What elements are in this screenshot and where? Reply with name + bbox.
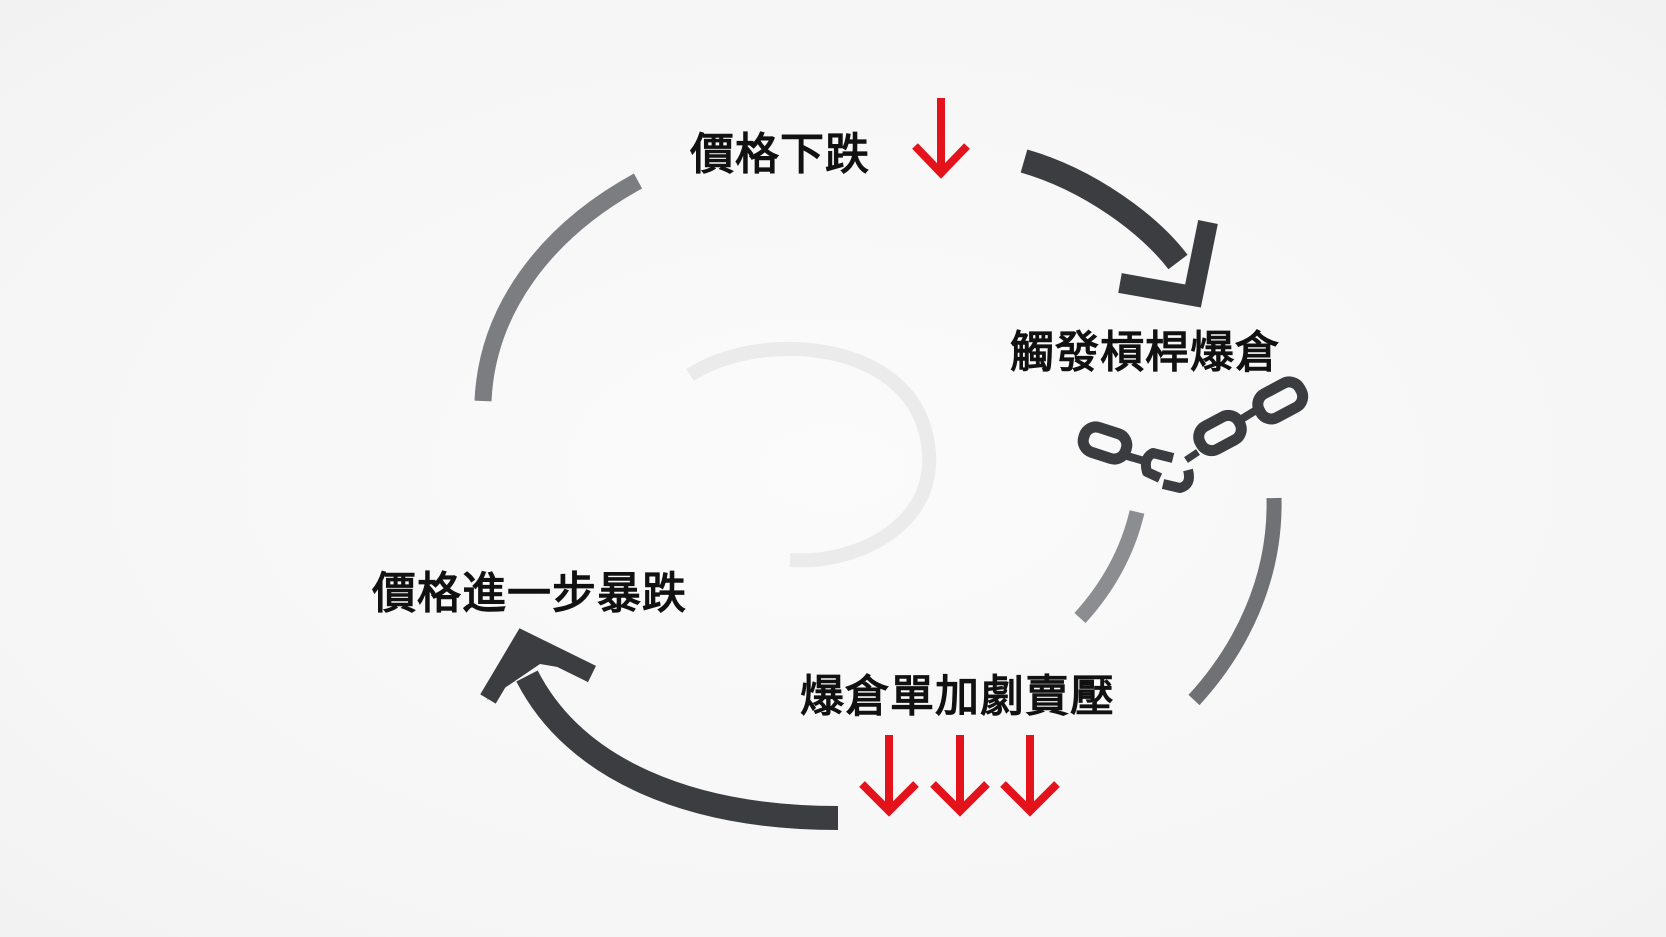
cycle-arrow-top-right [1020,149,1218,308]
down-arrow-icon [912,98,970,179]
down-arrow-icon-3 [1000,735,1060,817]
broken-chain-icon [1077,376,1309,493]
cycle-arrow-bottom-left [480,628,839,830]
down-arrow-icon-1 [859,735,919,817]
down-arrow-icon-2 [930,735,990,817]
cycle-arc-right-inner [1074,510,1145,624]
step-selling-pressure-label: 爆倉單加劇賣壓 [800,671,1115,722]
step-trigger-liquidation-label: 觸發槓桿爆倉 [1010,327,1280,378]
watermark-circle [686,341,937,568]
step-price-drop-label: 價格下跌 [690,129,870,180]
step-price-crash-label: 價格進一步暴跌 [372,568,687,619]
cycle-arc-right-outer [1188,497,1282,706]
cycle-arc-left [474,173,643,402]
